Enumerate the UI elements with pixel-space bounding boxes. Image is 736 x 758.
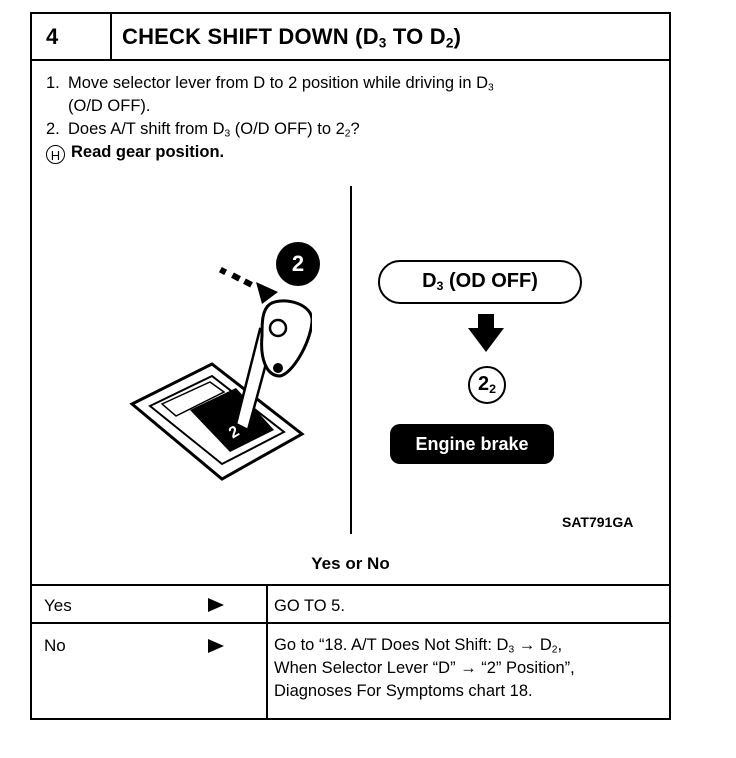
step-number: 4	[32, 14, 112, 59]
table-column-divider	[266, 584, 268, 720]
arrow-right-icon	[208, 639, 224, 653]
figure-divider	[350, 186, 352, 534]
table-rule-middle	[32, 622, 669, 624]
step-title: CHECK SHIFT DOWN (D3 TO D2)	[122, 24, 462, 51]
answer-no-text: Go to “18. A/T Does Not Shift: D3 → D2, …	[274, 636, 575, 700]
figure-code: SAT791GA	[562, 514, 634, 530]
arrow-right-icon	[208, 598, 224, 612]
table-rule-top	[32, 584, 669, 586]
instruction-item-1: 1. Move selector lever from D to 2 posit…	[46, 74, 494, 115]
position-2-badge: 2	[276, 242, 320, 286]
instruction-list: 1. Move selector lever from D to 2 posit…	[46, 72, 661, 164]
selector-lever-drawing	[129, 266, 314, 481]
engine-brake-label: Engine brake	[390, 424, 554, 464]
down-arrow-icon	[468, 314, 504, 352]
h-circle-icon: H	[46, 145, 65, 164]
answer-no-label: No	[44, 636, 66, 655]
selector-lever-illustration: 2 2	[102, 234, 320, 494]
question-label: Yes or No	[311, 554, 390, 573]
procedure-box: 4 CHECK SHIFT DOWN (D3 TO D2) 1. Move se…	[30, 12, 671, 720]
d3-od-off-pill: D3 (OD OFF)	[378, 260, 582, 304]
motion-arrow-icon	[218, 266, 278, 304]
gear-2-2-circle: 22	[468, 366, 506, 404]
shift-diagram: D3 (OD OFF) 22 Engine brake	[362, 254, 622, 474]
step-header: 4 CHECK SHIFT DOWN (D3 TO D2)	[32, 14, 669, 61]
instruction-item-2: 2. Does A/T shift from D3 (O/D OFF) to 2…	[46, 120, 360, 140]
answer-yes-label: Yes	[44, 596, 72, 615]
answer-yes-text: GO TO 5.	[274, 597, 345, 615]
